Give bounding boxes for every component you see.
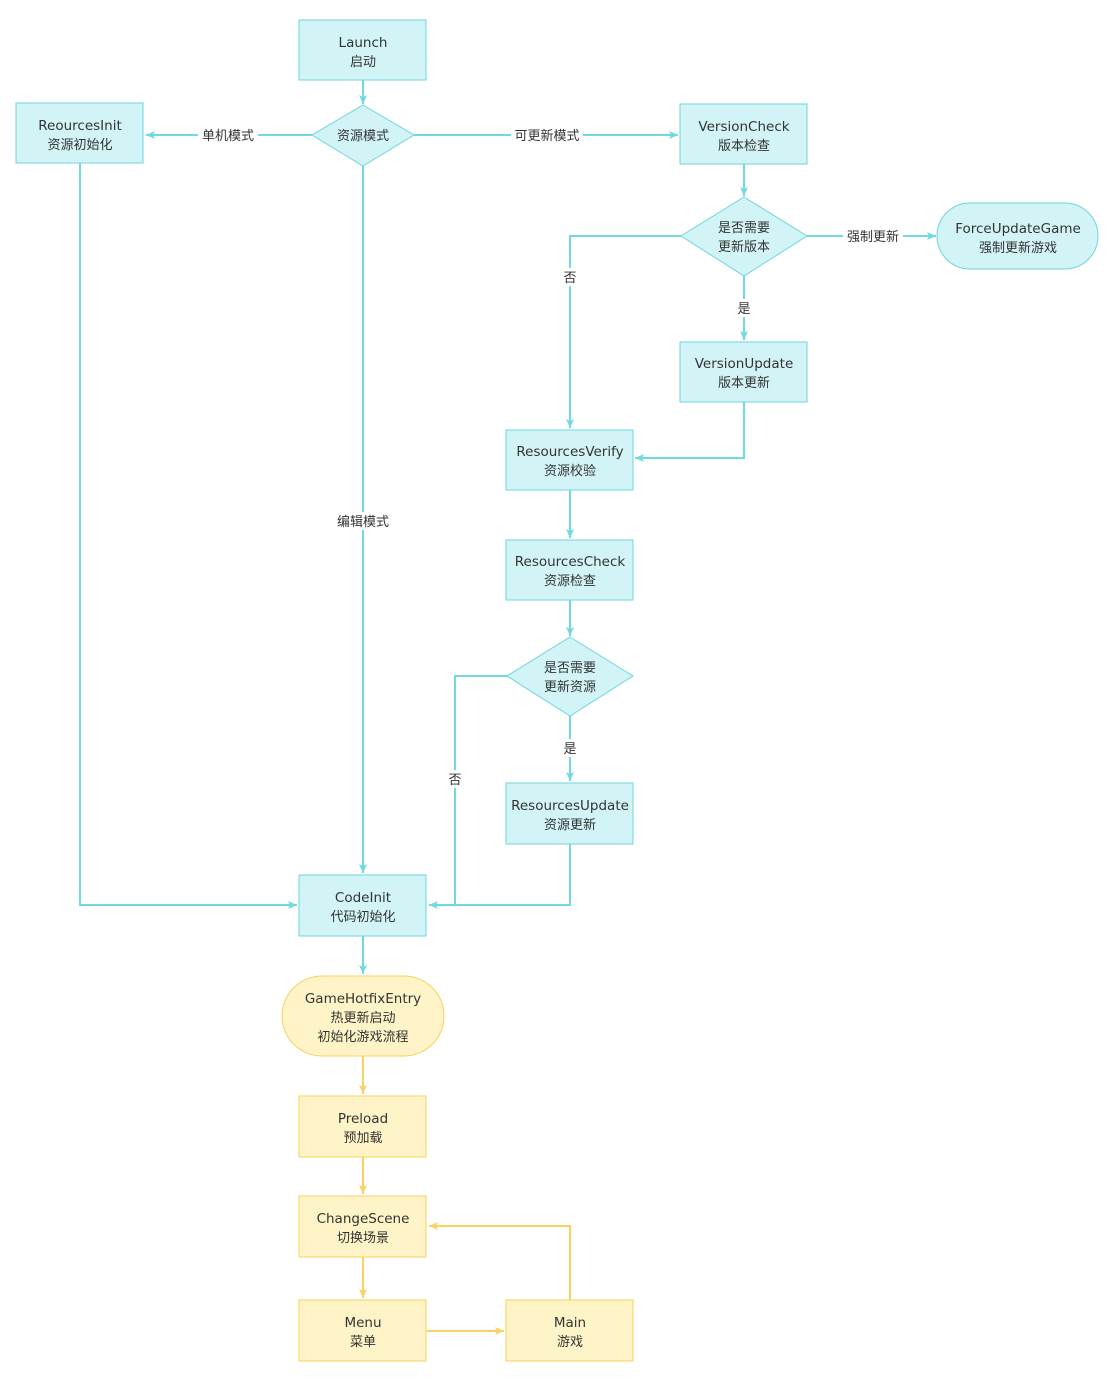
edge-versionupdate-to-verify — [635, 402, 745, 462]
node-main-title: Main — [554, 1315, 586, 1331]
node-game-hotfix-entry: GameHotfixEntry 热更新启动 初始化游戏流程 — [281, 975, 445, 1057]
label-version-yes: 是 — [737, 302, 750, 317]
node-version-check: VersionCheck 版本检查 — [679, 103, 808, 165]
node-resources-update: ResourcesUpdate 资源更新 — [505, 782, 634, 845]
nodes-yellow: GameHotfixEntry 热更新启动 初始化游戏流程 Preload 预加… — [281, 975, 634, 1362]
node-resources-init-subtitle: 资源初始化 — [47, 138, 112, 153]
node-resources-check-subtitle: 资源检查 — [544, 574, 596, 589]
label-standalone: 单机模式 — [202, 129, 254, 144]
edge-resinit-to-codeinit — [79, 163, 297, 909]
node-launch-title: Launch — [339, 35, 388, 51]
node-version-check-title: VersionCheck — [698, 119, 789, 135]
node-resources-update-subtitle: 资源更新 — [544, 817, 596, 833]
edge-decision-no — [566, 235, 681, 428]
edge-decision2-no — [454, 675, 507, 905]
node-resources-update-title: ResourcesUpdate — [511, 798, 629, 814]
node-main-subtitle: 游戏 — [557, 1335, 583, 1350]
node-resources-check: ResourcesCheck 资源检查 — [505, 539, 634, 601]
node-version-update: VersionUpdate 版本更新 — [679, 341, 808, 403]
node-code-init-title: CodeInit — [335, 890, 391, 906]
node-change-scene-title: ChangeScene — [317, 1211, 410, 1227]
node-need-version-update: 是否需要 更新版本 — [680, 196, 808, 277]
node-version-update-title: VersionUpdate — [695, 356, 794, 372]
node-version-update-subtitle: 版本更新 — [718, 375, 770, 391]
node-resources-check-title: ResourcesCheck — [515, 554, 626, 570]
edge-resupdate-to-codeinit — [429, 844, 571, 909]
node-force-update-game-subtitle: 强制更新游戏 — [979, 240, 1057, 256]
node-need-version-update-line2: 更新版本 — [718, 239, 770, 255]
node-force-update-game: ForceUpdateGame 强制更新游戏 — [936, 202, 1099, 270]
node-need-version-update-line1: 是否需要 — [718, 221, 770, 236]
connectors-yellow — [359, 1056, 571, 1335]
node-change-scene: ChangeScene 切换场景 — [298, 1195, 427, 1258]
node-launch-subtitle: 启动 — [350, 55, 376, 70]
node-version-check-subtitle: 版本检查 — [718, 139, 770, 154]
node-game-hotfix-entry-line3: 初始化游戏流程 — [317, 1030, 408, 1045]
node-preload-title: Preload — [338, 1111, 388, 1127]
node-change-scene-subtitle: 切换场景 — [337, 1231, 389, 1246]
edge-main-to-changescene — [429, 1222, 571, 1300]
node-resources-verify-title: ResourcesVerify — [516, 444, 623, 460]
node-menu-subtitle: 菜单 — [350, 1335, 376, 1350]
node-resources-init-title: ReourcesInit — [38, 118, 122, 134]
node-preload: Preload 预加载 — [298, 1095, 427, 1158]
node-launch: Launch 启动 — [298, 19, 427, 81]
label-editor: 编辑模式 — [337, 515, 389, 530]
node-resources-verify: ResourcesVerify 资源校验 — [505, 429, 634, 491]
node-resources-verify-subtitle: 资源校验 — [544, 463, 596, 479]
node-code-init-subtitle: 代码初始化 — [330, 910, 395, 925]
node-game-hotfix-entry-title: GameHotfixEntry — [305, 991, 421, 1007]
node-resource-mode-title: 资源模式 — [337, 129, 389, 144]
node-menu: Menu 菜单 — [298, 1299, 427, 1362]
node-menu-title: Menu — [344, 1315, 381, 1331]
node-need-resources-update-line2: 更新资源 — [544, 679, 596, 695]
label-res-yes: 是 — [563, 742, 576, 757]
node-preload-subtitle: 预加载 — [343, 1131, 382, 1146]
node-need-resources-update-line1: 是否需要 — [544, 661, 596, 676]
node-resource-mode: 资源模式 — [311, 104, 415, 167]
node-code-init: CodeInit 代码初始化 — [298, 874, 427, 937]
label-version-no: 否 — [563, 271, 576, 286]
node-main: Main 游戏 — [505, 1299, 634, 1362]
node-force-update-game-title: ForceUpdateGame — [955, 221, 1081, 237]
nodes-cyan: Launch 启动 资源模式 ReourcesInit 资源初始化 Versio… — [15, 19, 1099, 937]
label-updatable: 可更新模式 — [514, 128, 579, 144]
label-force: 强制更新 — [847, 229, 899, 245]
node-resources-init: ReourcesInit 资源初始化 — [15, 102, 144, 164]
node-need-resources-update: 是否需要 更新资源 — [506, 636, 634, 717]
label-res-no: 否 — [448, 773, 461, 788]
node-game-hotfix-entry-line2: 热更新启动 — [330, 1010, 395, 1026]
edge-labels: 单机模式 可更新模式 编辑模式 强制更新 否 是 是 否 — [198, 126, 903, 788]
